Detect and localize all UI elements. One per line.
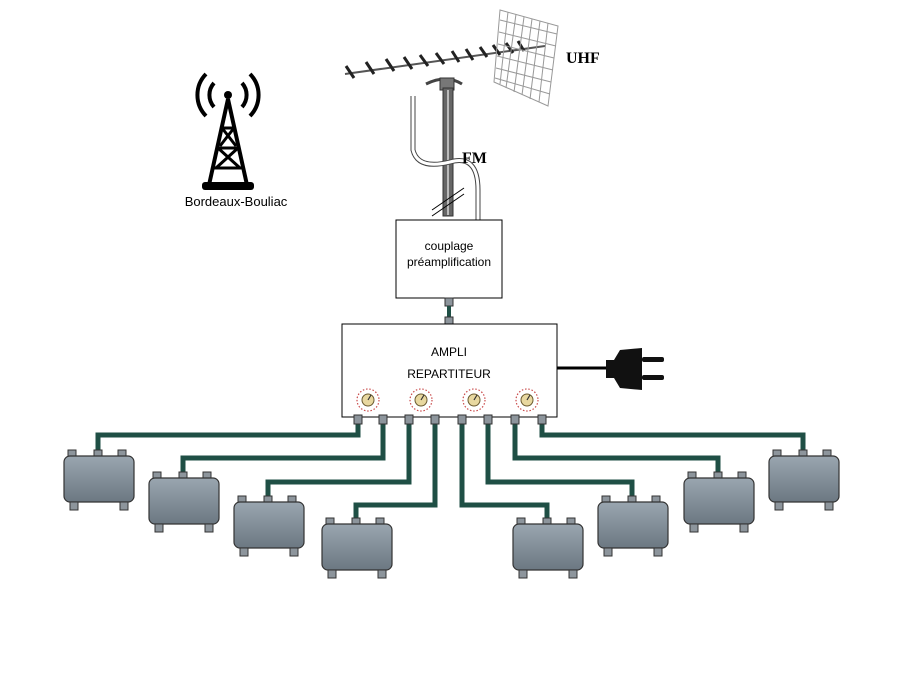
wall-outlet-5 — [512, 517, 584, 579]
wall-outlet-7 — [683, 471, 755, 533]
amplifier-output-ports — [353, 414, 547, 425]
wall-outlet-2 — [148, 471, 220, 533]
coupling-label-line1: couplage — [425, 239, 474, 253]
gain-knob-2[interactable] — [409, 388, 433, 412]
output-cable-1 — [95, 420, 361, 450]
gain-knob-1[interactable] — [356, 388, 380, 412]
output-cable-5 — [459, 420, 550, 518]
output-cables — [95, 420, 806, 518]
wall-outlet-8 — [768, 449, 840, 511]
output-cable-7 — [512, 420, 721, 472]
wall-outlet-6 — [597, 495, 669, 557]
wall-outlet-4 — [321, 517, 393, 579]
uhf-label: UHF — [566, 50, 600, 67]
wall-outlet-3 — [233, 495, 305, 557]
output-cable-2 — [180, 420, 386, 472]
gain-knob-4[interactable] — [515, 388, 539, 412]
coupling-label-line2: préamplification — [407, 255, 491, 269]
fm-label: FM — [462, 150, 487, 167]
coupling-to-amp-cable — [444, 297, 454, 326]
gain-knob-3[interactable] — [462, 388, 486, 412]
broadcast-tower-icon — [195, 72, 261, 190]
output-cable-3 — [265, 420, 412, 496]
power-plug-icon — [557, 348, 664, 390]
tower-label: Bordeaux-Bouliac — [185, 194, 288, 209]
amplifier-label-line1: AMPLI — [431, 345, 467, 359]
wall-outlet-1 — [63, 449, 135, 511]
output-cable-6 — [485, 420, 635, 496]
output-cable-8 — [539, 420, 806, 450]
coupling-preamp-box — [395, 219, 503, 299]
tv-antenna-icon — [344, 9, 559, 228]
output-cable-4 — [353, 420, 438, 518]
amplifier-label-line2: REPARTITEUR — [407, 367, 491, 381]
